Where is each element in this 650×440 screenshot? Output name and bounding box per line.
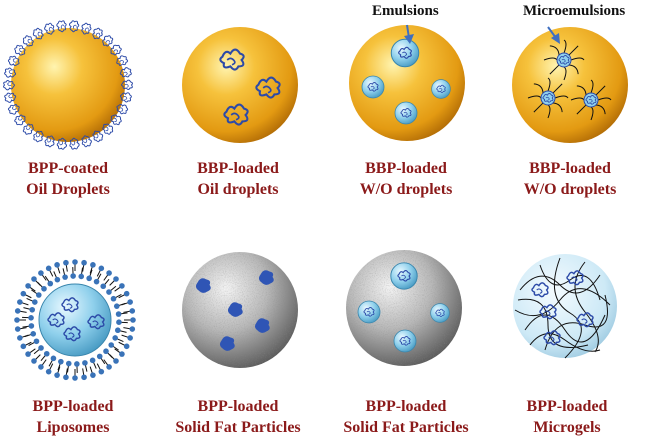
bbp-loaded-wo-microemulsion-droplet <box>512 26 628 143</box>
caption-bpp-loaded-liposomes: BPP-loaded Liposomes <box>0 396 158 438</box>
caption-line: BBP-loaded <box>197 160 279 177</box>
bpp-coated-oil-droplet <box>3 19 133 151</box>
caption-line: W/O droplets <box>523 181 617 198</box>
caption-line: BPP-loaded <box>197 398 279 415</box>
caption-line: BPP-loaded <box>365 398 447 415</box>
caption-line: Microgels <box>533 419 601 436</box>
caption-line: W/O droplets <box>359 181 453 198</box>
caption-bbp-loaded-wo-droplets-emulsion: BBP-loaded W/O droplets <box>321 158 491 200</box>
caption-bbp-loaded-oil-droplets: BBP-loaded Oil droplets <box>153 158 323 200</box>
caption-line: Solid Fat Particles <box>175 419 301 436</box>
caption-line: Solid Fat Particles <box>343 419 469 436</box>
caption-bpp-loaded-solid-fat-particles-2: BPP-loaded Solid Fat Particles <box>321 396 491 438</box>
bbp-loaded-oil-droplet <box>182 27 298 143</box>
caption-line: BPP-loaded <box>526 398 608 415</box>
caption-line: BBP-loaded <box>529 160 611 177</box>
caption-bpp-coated-oil-droplets: BPP-coated Oil Droplets <box>0 158 153 200</box>
bpp-loaded-solid-fat-particle <box>182 252 298 368</box>
caption-bpp-loaded-microgels: BPP-loaded Microgels <box>482 396 650 438</box>
emulsions-header: Emulsions <box>372 3 439 19</box>
caption-bpp-loaded-solid-fat-particles-1: BPP-loaded Solid Fat Particles <box>153 396 323 438</box>
bbp-loaded-wo-emulsion-droplet <box>349 24 465 141</box>
caption-line: BPP-coated <box>28 160 108 177</box>
caption-bbp-loaded-wo-droplets-microemulsion: BBP-loaded W/O droplets <box>485 158 650 200</box>
caption-line: Oil droplets <box>197 181 279 198</box>
bpp-loaded-solid-fat-particle-with-droplets <box>346 250 462 366</box>
caption-line: BBP-loaded <box>365 160 447 177</box>
bpp-loaded-liposome <box>14 259 136 381</box>
microemulsions-header: Microemulsions <box>523 3 626 19</box>
caption-line: BPP-loaded <box>32 398 114 415</box>
caption-line: Oil Droplets <box>26 181 110 198</box>
caption-line: Liposomes <box>36 419 110 436</box>
bpp-loaded-microgel <box>513 254 617 359</box>
